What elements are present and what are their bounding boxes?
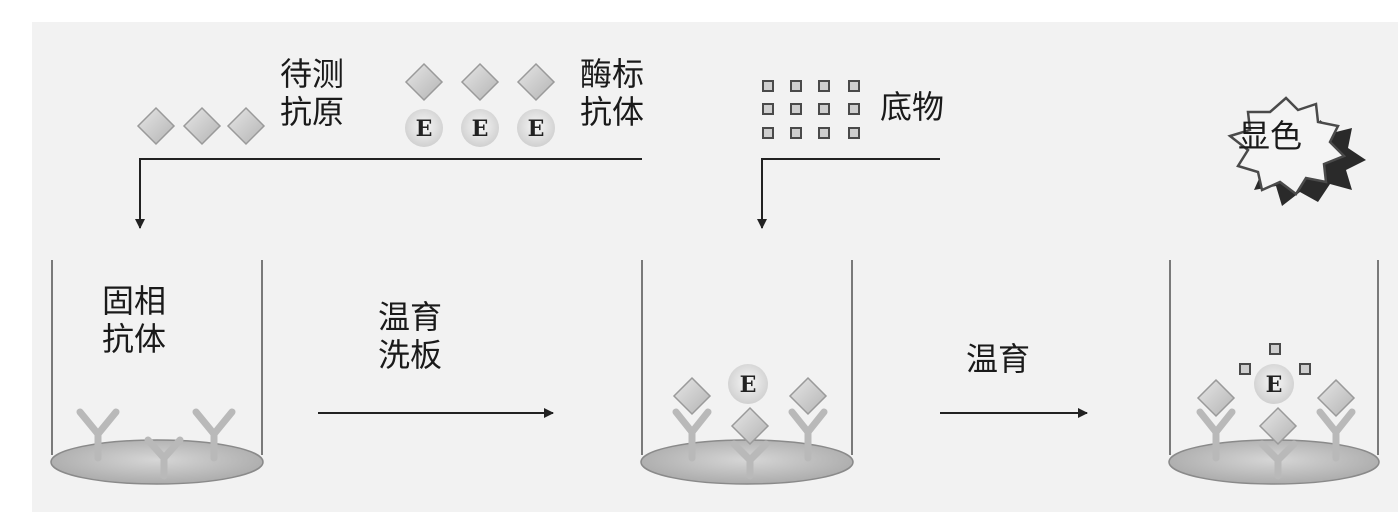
incubate-wash-label: 温育 洗板 bbox=[378, 298, 442, 374]
antigen-diamond bbox=[730, 406, 770, 446]
enzyme-label: E bbox=[416, 116, 433, 142]
antigen-diamond bbox=[1258, 406, 1298, 446]
antigen-diamond bbox=[226, 106, 266, 146]
starburst-burst bbox=[1227, 96, 1347, 196]
enzyme-label: E bbox=[528, 116, 545, 142]
color-label: 显色 bbox=[1238, 117, 1303, 155]
antibody-y bbox=[1196, 408, 1356, 480]
label-line: 抗体 bbox=[102, 320, 167, 358]
solid-phase-plate bbox=[1168, 439, 1380, 485]
antibody-y bbox=[76, 408, 236, 480]
enzyme-circle bbox=[728, 364, 768, 404]
enzyme-circle bbox=[1254, 364, 1294, 404]
antigen-diamond bbox=[788, 376, 828, 416]
solid-phase-plate bbox=[50, 439, 264, 485]
antigen-diamond bbox=[1196, 378, 1236, 418]
antigen-diamond bbox=[460, 62, 500, 102]
enzyme-antibody-group: E E E bbox=[404, 62, 556, 147]
incubate-label: 温育 bbox=[966, 340, 1031, 378]
antigen-diamond bbox=[182, 106, 222, 146]
substrate-squares bbox=[762, 80, 860, 139]
label-line: 酶标 bbox=[580, 55, 645, 93]
enzyme-circle bbox=[517, 109, 555, 147]
test-antigen-label: 待测 抗原 bbox=[280, 55, 344, 131]
enzyme-label: E bbox=[472, 116, 489, 142]
enzyme-circle bbox=[461, 109, 499, 147]
enzyme-label: E bbox=[1266, 372, 1283, 398]
label-line: 温育 bbox=[378, 298, 443, 336]
label-line: 固相 bbox=[102, 282, 167, 320]
well-1 bbox=[50, 260, 264, 485]
label-line: 待测 bbox=[280, 55, 345, 93]
label-line: 洗板 bbox=[378, 336, 443, 374]
well-3: E bbox=[1168, 260, 1380, 485]
enzyme-circle bbox=[405, 109, 443, 147]
test-antigen-diamonds bbox=[136, 106, 266, 146]
well-2: E bbox=[640, 260, 854, 485]
antigen-diamond bbox=[404, 62, 444, 102]
substrate-label: 底物 bbox=[880, 88, 945, 126]
antibody-y bbox=[672, 408, 828, 480]
substrate-arrow bbox=[757, 158, 940, 229]
enzyme-label: E bbox=[740, 372, 757, 398]
reagent-arrow bbox=[135, 158, 642, 229]
antigen-diamond bbox=[136, 106, 176, 146]
enzyme-antibody-label: 酶标 抗体 bbox=[580, 55, 644, 131]
substrate-squares bbox=[1239, 343, 1311, 375]
antigen-diamond bbox=[1316, 378, 1356, 418]
label-line: 抗原 bbox=[280, 93, 345, 131]
color-starburst bbox=[1227, 96, 1366, 206]
label-line: 抗体 bbox=[580, 93, 645, 131]
antigen-diamond bbox=[516, 62, 556, 102]
antigen-diamond bbox=[672, 376, 712, 416]
solid-antibody-label: 固相 抗体 bbox=[102, 282, 166, 358]
